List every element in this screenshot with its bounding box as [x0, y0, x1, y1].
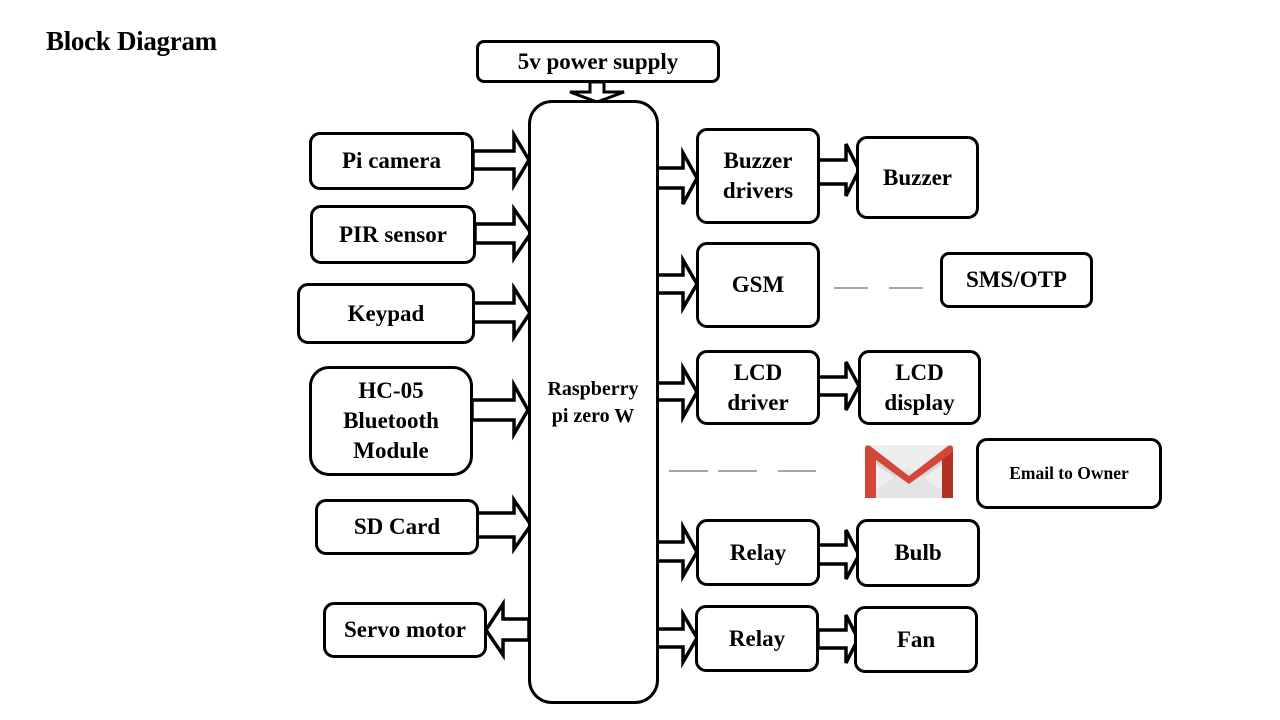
device-fan: Fan: [854, 606, 978, 673]
input-pir-sensor: PIR sensor: [310, 205, 476, 264]
input-keypad: Keypad: [297, 283, 475, 344]
input-sd-card: SD Card: [315, 499, 479, 555]
controller-block: [528, 100, 659, 704]
arrow-buzzer-driver: [655, 146, 699, 205]
arrow-buzzer: [816, 143, 861, 197]
arrow-relay-fan: [655, 607, 700, 669]
arrow-keypad: [471, 282, 533, 343]
device-buzzer: Buzzer: [856, 136, 979, 219]
input-pi-camera: Pi camera: [309, 132, 474, 190]
power-arrow: [569, 80, 625, 104]
driver-relay-bulb: Relay: [696, 519, 820, 586]
arrow-bluetooth: [470, 378, 531, 441]
power-supply-block: 5v power supply: [476, 40, 720, 83]
arrow-lcd-driver: [655, 361, 700, 424]
diagram-title: Block Diagram: [46, 26, 217, 56]
gmail-icon: [865, 445, 953, 498]
arrow-servo: [483, 598, 531, 661]
arrow-pir-sensor: [473, 203, 534, 264]
arrow-pi-camera: [471, 128, 532, 192]
arrow-gsm: [655, 253, 700, 315]
email-to-owner-block: Email to Owner: [976, 438, 1162, 509]
arrow-bulb: [816, 529, 861, 580]
arrow-fan: [816, 614, 860, 664]
driver-relay-fan: Relay: [695, 605, 819, 672]
arrow-lcd-display: [816, 361, 861, 411]
power-supply-label: 5v power supply: [517, 48, 679, 74]
driver-gsm: GSM: [696, 242, 820, 328]
output-servo-motor: Servo motor: [323, 602, 487, 658]
device-sms-otp: SMS/OTP: [940, 252, 1093, 308]
device-bulb: Bulb: [856, 519, 980, 587]
controller-label: Raspberry pi zero W: [547, 378, 639, 427]
arrow-relay-bulb: [655, 520, 700, 583]
arrow-sd-card: [475, 494, 534, 555]
input-hc05-bluetooth: HC-05 Bluetooth Module: [309, 366, 473, 476]
